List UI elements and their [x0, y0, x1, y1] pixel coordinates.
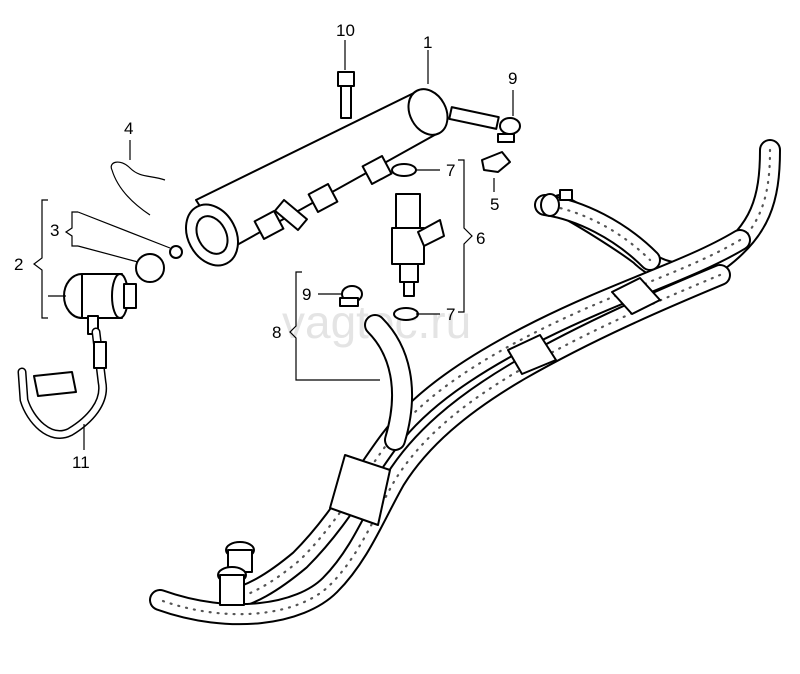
leader-lines [33, 40, 514, 450]
callout-6: 6 [476, 229, 485, 248]
o-ring-lower [393, 307, 419, 321]
callout-9-lower: 9 [302, 285, 311, 304]
retaining-clip [481, 151, 511, 173]
fuel-injector [391, 193, 445, 297]
callout-8: 8 [272, 323, 281, 342]
callout-10: 10 [336, 21, 355, 40]
small-seal [169, 245, 183, 259]
callout-9-upper: 9 [508, 69, 517, 88]
callout-7-upper: 7 [446, 161, 455, 180]
callout-5: 5 [490, 195, 499, 214]
fuel-hose-assembly [149, 139, 781, 626]
hose-clamp-upper [497, 117, 521, 143]
callout-11: 11 [72, 453, 90, 472]
callout-2: 2 [14, 255, 23, 274]
callout-labels: 10 1 9 4 7 5 3 6 2 9 7 8 11 [14, 21, 517, 472]
pressure-regulator [63, 273, 137, 335]
fuel-rail [185, 88, 500, 267]
large-seal [135, 253, 165, 283]
callout-3: 3 [50, 221, 59, 240]
vacuum-line [17, 327, 108, 439]
callout-1: 1 [423, 33, 432, 52]
o-ring-upper [391, 163, 417, 177]
callout-4: 4 [124, 119, 133, 138]
callout-7-lower: 7 [446, 305, 455, 324]
bolt [337, 71, 355, 119]
hose-clamp-lower [339, 285, 363, 307]
retaining-spring [110, 161, 166, 216]
